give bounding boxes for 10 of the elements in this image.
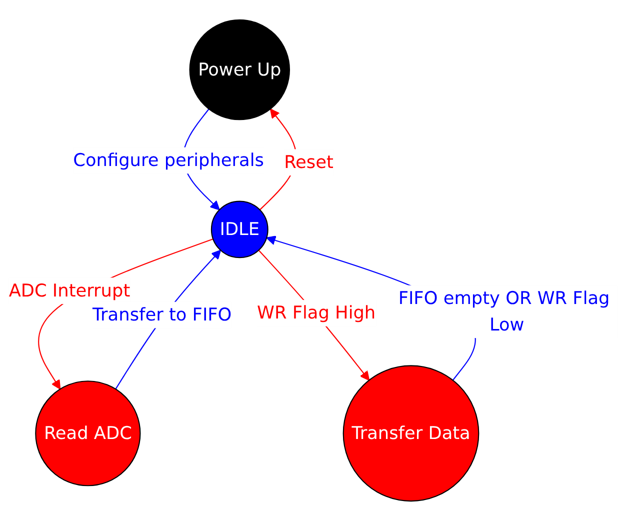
edge-label: Configure peripherals	[73, 149, 264, 170]
node-circle: IDLE	[210, 200, 268, 258]
edge-label: Reset	[284, 151, 334, 172]
edge-label: Transfer to FIFO	[92, 304, 232, 325]
edge-label: WR Flag High	[257, 302, 376, 324]
edge-label: ADC Interrupt	[8, 280, 130, 301]
node-circle: Read ADC	[35, 380, 141, 486]
node-circle: Transfer Data	[342, 365, 480, 502]
edge-label: FIFO empty OR WR Flag Low	[398, 287, 610, 335]
node-circle: Power Up	[189, 19, 290, 120]
